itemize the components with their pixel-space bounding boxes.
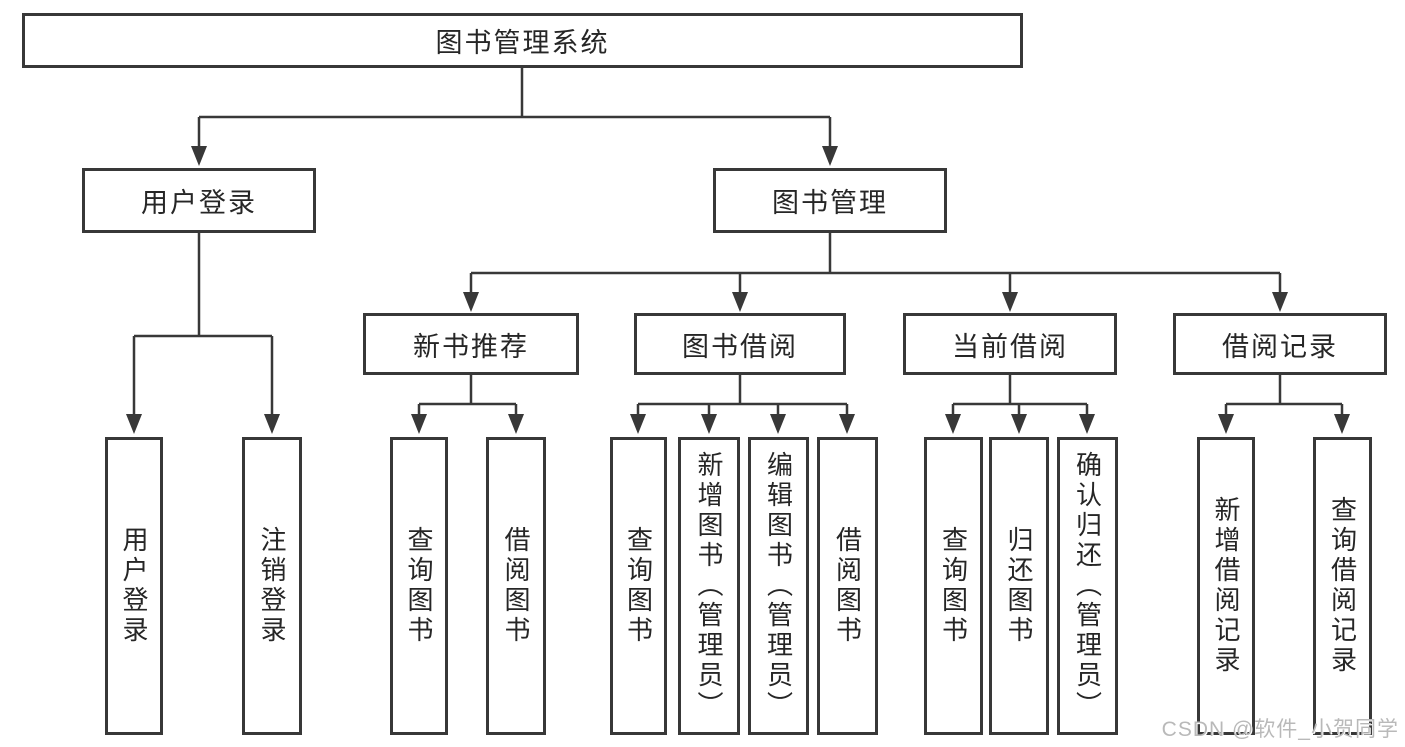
leaf-newbooks-borrow-label: 借阅图书 (501, 526, 531, 646)
leaf-records-add-label: 新增借阅记录 (1211, 496, 1241, 676)
leaf-current-confirm-label: 确认归还（管理员） (1072, 451, 1103, 721)
node-borrow-records: 借阅记录 (1173, 313, 1387, 375)
leaf-logout-label: 注销登录 (257, 526, 287, 646)
node-user-login: 用户登录 (82, 168, 316, 233)
node-root: 图书管理系统 (22, 13, 1023, 68)
leaf-current-query-label: 查询图书 (938, 526, 969, 646)
node-book-mgmt: 图书管理 (713, 168, 947, 233)
arrowheads (126, 146, 1350, 434)
node-current-borrow: 当前借阅 (903, 313, 1117, 375)
leaf-newbooks-query: 查询图书 (390, 437, 448, 735)
leaf-logout: 注销登录 (242, 437, 302, 735)
node-book-borrow: 图书借阅 (634, 313, 846, 375)
node-book-borrow-label: 图书借阅 (682, 331, 798, 362)
leaf-user-login-label: 用户登录 (119, 526, 149, 646)
leaf-newbooks-query-label: 查询图书 (404, 526, 434, 646)
leaf-current-return-label: 归还图书 (1004, 526, 1034, 646)
node-user-login-label: 用户登录 (141, 188, 257, 218)
leaf-borrow-query: 查询图书 (610, 437, 667, 735)
leaf-borrow-borrow-label: 借阅图书 (832, 526, 863, 646)
node-current-borrow-label: 当前借阅 (952, 331, 1068, 362)
leaf-current-return: 归还图书 (989, 437, 1049, 735)
node-book-mgmt-label: 图书管理 (772, 188, 888, 218)
node-new-books-label: 新书推荐 (413, 331, 529, 362)
csdn-watermark: CSDN @软件_小贺同学 (1161, 718, 1399, 741)
leaf-borrow-edit-label: 编辑图书（管理员） (763, 451, 794, 721)
leaf-records-add: 新增借阅记录 (1197, 437, 1255, 735)
node-borrow-records-label: 借阅记录 (1222, 331, 1338, 362)
leaf-newbooks-borrow: 借阅图书 (486, 437, 546, 735)
leaf-current-confirm: 确认归还（管理员） (1057, 437, 1118, 735)
leaf-borrow-query-label: 查询图书 (623, 526, 654, 646)
leaf-borrow-edit: 编辑图书（管理员） (748, 437, 809, 735)
leaf-borrow-add: 新增图书（管理员） (678, 437, 740, 735)
node-new-books: 新书推荐 (363, 313, 579, 375)
leaf-records-query-label: 查询借阅记录 (1327, 496, 1358, 676)
node-root-label: 图书管理系统 (435, 28, 610, 58)
leaf-records-query: 查询借阅记录 (1313, 437, 1372, 735)
leaf-user-login: 用户登录 (105, 437, 163, 735)
leaf-borrow-borrow: 借阅图书 (817, 437, 878, 735)
leaf-borrow-add-label: 新增图书（管理员） (694, 451, 724, 721)
leaf-current-query: 查询图书 (924, 437, 983, 735)
